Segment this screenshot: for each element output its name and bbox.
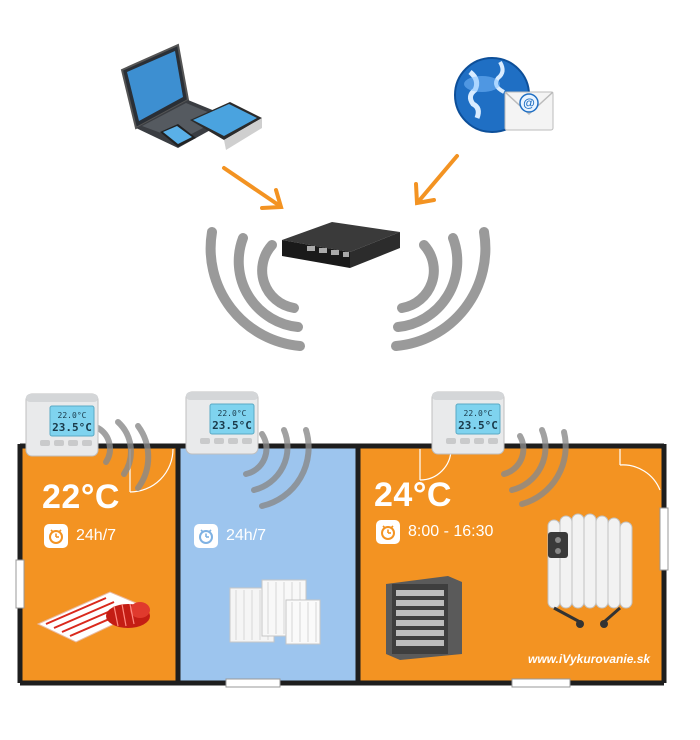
room-1-schedule-text: 24h/7 (76, 527, 117, 544)
clock-icon (194, 524, 218, 548)
fan-heater-icon (386, 576, 462, 660)
thermostat-1: 22.0°C 23.5°C (25, 393, 99, 457)
thermostat-signal-1 (95, 419, 152, 491)
room-1-temperature: 22°C (42, 478, 120, 516)
panel-radiator-icon (229, 579, 321, 645)
signal-waves-right (391, 227, 491, 351)
clock-icon (44, 524, 68, 548)
room-3-schedule: 8:00 - 16:30 (376, 520, 493, 544)
room-2-schedule: 24h/7 (194, 524, 266, 548)
svg-text:22.0°C: 22.0°C (58, 411, 87, 420)
laptop-tablet-icon (120, 43, 262, 150)
floor-plan: 22.0°C 23.5°C 22.0°C 23.5°C 22.0°C 23.5°… (15, 391, 669, 688)
top-diagram: @ (120, 43, 554, 351)
room-1-schedule: 24h/7 (44, 524, 116, 548)
globe-email-icon: @ (454, 57, 554, 133)
floor-heating-mat-icon (36, 591, 150, 643)
room-2-schedule-text: 24h/7 (226, 527, 267, 544)
website-link[interactable]: www.iVykurovanie.sk (528, 652, 651, 666)
thermostat-3: 22.0°C 23.5°C (431, 391, 505, 455)
signal-waves-left (205, 227, 305, 351)
arrow-right (414, 154, 459, 206)
arrow-left (222, 166, 284, 210)
room-3-schedule-text: 8:00 - 16:30 (408, 523, 494, 540)
clock-icon (376, 520, 400, 544)
control-unit-icon (282, 222, 400, 268)
svg-text:@: @ (523, 96, 535, 110)
svg-text:22.0°C: 22.0°C (464, 409, 493, 418)
room-3-temperature: 24°C (374, 476, 452, 514)
room-1 (22, 446, 176, 681)
svg-text:23.5°C: 23.5°C (458, 419, 498, 432)
svg-text:23.5°C: 23.5°C (212, 419, 252, 432)
svg-text:23.5°C: 23.5°C (52, 421, 92, 434)
thermostat-signal-3 (501, 427, 569, 507)
svg-text:22.0°C: 22.0°C (218, 409, 247, 418)
thermostat-2: 22.0°C 23.5°C (185, 391, 259, 455)
oil-radiator-icon (547, 513, 633, 628)
thermostat-signal-2 (243, 427, 312, 509)
